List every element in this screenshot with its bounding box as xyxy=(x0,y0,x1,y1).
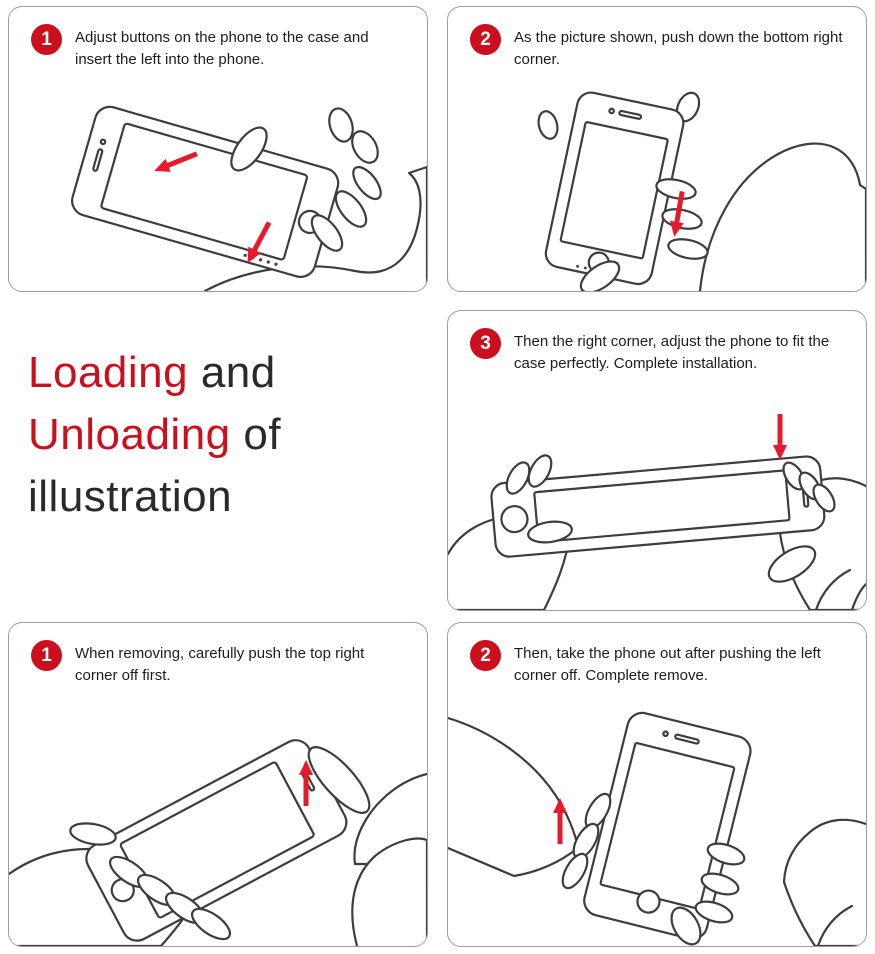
illustration-remove-step-2 xyxy=(448,711,866,946)
step-badge: 3 xyxy=(470,328,501,359)
holding-hand xyxy=(203,107,427,291)
fingers-over-phone xyxy=(230,126,382,252)
panel-install-step-3: 3 Then the right corner, adjust the phon… xyxy=(447,310,867,611)
step-text: Then, take the phone out after pushing t… xyxy=(514,645,821,684)
right-hand xyxy=(782,818,866,946)
phone-outline xyxy=(71,105,340,279)
red-arrow-icon xyxy=(299,760,313,806)
step-badge: 1 xyxy=(31,640,62,671)
step-header: 1 When removing, carefully push the top … xyxy=(9,623,427,687)
fingers-over-phone xyxy=(69,746,427,946)
panel-install-step-1: 1 Adjust buttons on the phone to the cas… xyxy=(8,6,428,292)
fingers-over-phone xyxy=(561,792,746,946)
step-text: Adjust buttons on the phone to the case … xyxy=(75,29,369,68)
step-text: When removing, carefully push the top ri… xyxy=(75,645,365,684)
wrist-lines xyxy=(816,904,854,946)
panel-install-step-2: 2 As the picture shown, push down the bo… xyxy=(447,6,867,292)
phone-outline xyxy=(490,455,826,558)
step-badge: 2 xyxy=(470,640,501,671)
title-line-3: illustration xyxy=(28,472,233,521)
step-badge: 1 xyxy=(31,24,62,55)
step-header: 2 As the picture shown, push down the bo… xyxy=(448,7,866,71)
page-title: Loading and Unloading of illustration xyxy=(28,342,281,528)
red-arrow-icon xyxy=(247,221,272,264)
step-header: 2 Then, take the phone out after pushing… xyxy=(448,623,866,687)
step-badge: 2 xyxy=(470,24,501,55)
fingers-over-phone xyxy=(505,454,836,583)
phone-outline xyxy=(583,711,752,940)
illustration-install-step-1 xyxy=(71,105,427,291)
step-header: 3 Then the right corner, adjust the phon… xyxy=(448,311,866,375)
illustration-install-step-3 xyxy=(448,414,866,610)
red-arrow-icon xyxy=(553,798,567,844)
title-line-1: Loading and xyxy=(28,348,276,397)
panel-remove-step-1: 1 When removing, carefully push the top … xyxy=(8,622,428,947)
step-text: Then the right corner, adjust the phone … xyxy=(514,333,830,372)
left-hand xyxy=(448,716,580,878)
title-line-2: Unloading of xyxy=(28,410,282,459)
panel-remove-step-2: 2 Then, take the phone out after pushing… xyxy=(447,622,867,947)
step-text: As the picture shown, push down the bott… xyxy=(514,29,843,68)
illustration-remove-step-1 xyxy=(9,739,427,946)
red-arrow-icon xyxy=(669,191,685,237)
red-arrow-icon xyxy=(154,151,198,172)
illustration-install-step-2 xyxy=(537,91,866,291)
red-arrow-icon xyxy=(773,414,787,460)
holding-hand xyxy=(537,91,866,291)
step-header: 1 Adjust buttons on the phone to the cas… xyxy=(9,7,427,71)
wrist-lines xyxy=(814,568,866,610)
